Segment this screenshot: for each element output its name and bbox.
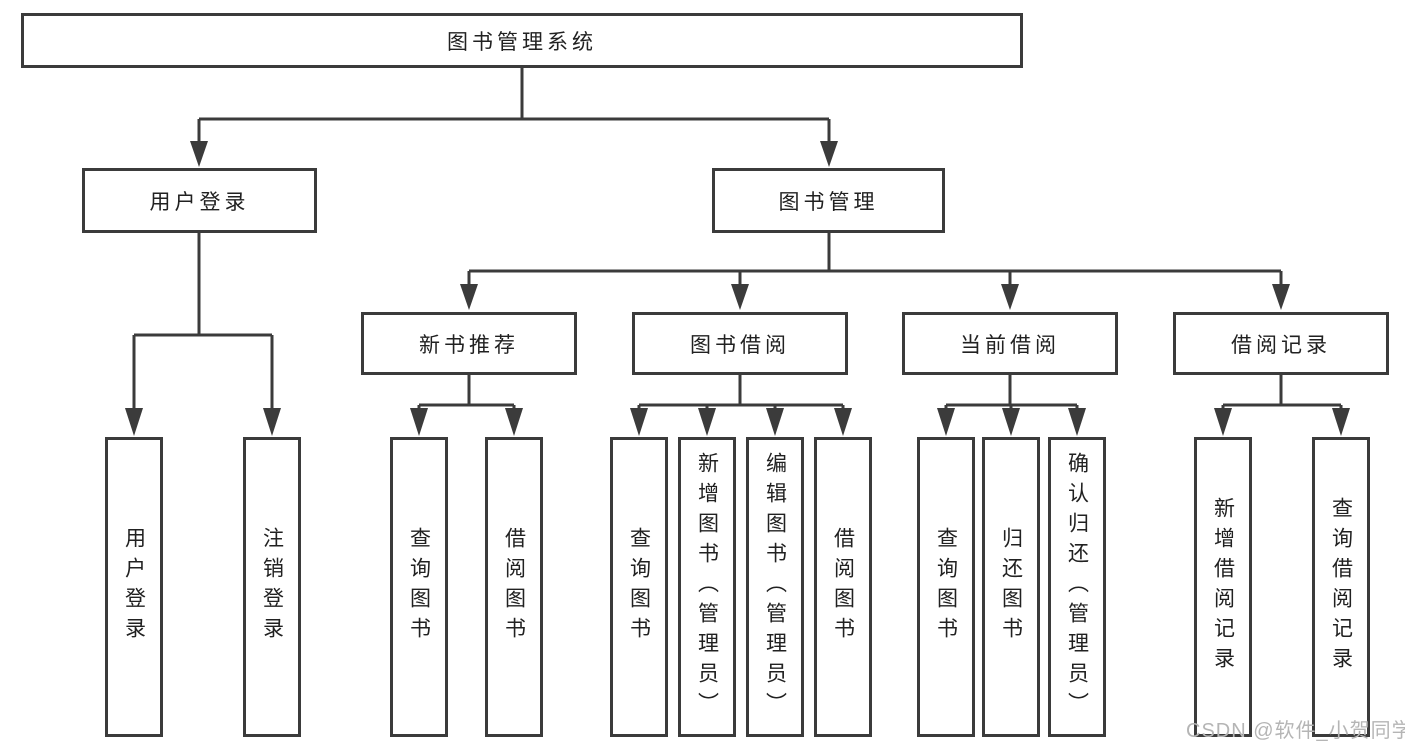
node-current-borrowing: 当前借阅: [902, 312, 1118, 375]
edge-records-to-leaves: [1214, 373, 1350, 436]
leaf-cb-query-books: 查询图书: [917, 437, 975, 737]
edge-mgmt-to-level3: [460, 231, 1290, 310]
node-root: 图书管理系统: [21, 13, 1023, 68]
leaf-br-add-record: 新增借阅记录: [1194, 437, 1252, 737]
node-book-borrowing: 图书借阅: [632, 312, 848, 375]
leaf-nb-query-books: 查询图书: [390, 437, 448, 737]
edge-root-to-level2: [190, 66, 838, 167]
leaf-cb-return-books: 归还图书: [982, 437, 1040, 737]
leaf-br-query-record: 查询借阅记录: [1312, 437, 1370, 737]
leaf-user-login: 用户登录: [105, 437, 163, 737]
edge-newbooks-to-leaves: [410, 373, 523, 436]
leaf-bb-borrow-books: 借阅图书: [814, 437, 872, 737]
leaf-bb-add-books-admin: 新增图书（管理员）: [678, 437, 736, 737]
csdn-watermark: CSDN @软件_小贺同学: [1186, 720, 1405, 742]
node-borrowing-records: 借阅记录: [1173, 312, 1389, 375]
node-book-management: 图书管理: [712, 168, 945, 233]
node-user-login: 用户登录: [82, 168, 317, 233]
leaf-bb-query-books: 查询图书: [610, 437, 668, 737]
leaf-bb-edit-books-admin: 编辑图书（管理员）: [746, 437, 804, 737]
edge-login-to-leaves: [125, 231, 281, 436]
edge-borrow-to-leaves: [630, 373, 852, 436]
node-new-book-recommendation: 新书推荐: [361, 312, 577, 375]
leaf-nb-borrow-books: 借阅图书: [485, 437, 543, 737]
leaf-cb-confirm-return-admin: 确认归还（管理员）: [1048, 437, 1106, 737]
leaf-logout: 注销登录: [243, 437, 301, 737]
edge-current-to-leaves: [937, 373, 1086, 436]
